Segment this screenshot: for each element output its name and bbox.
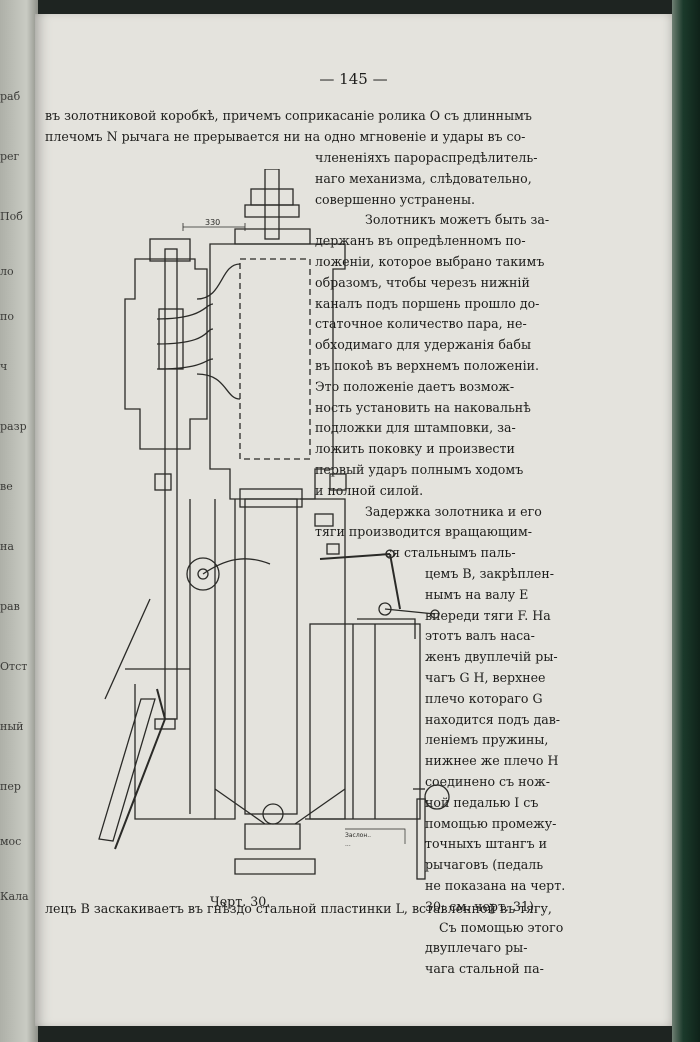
book-cover-edge <box>672 0 700 1042</box>
page-number: — 145 — <box>319 70 388 88</box>
left-page-fragment: Поб <box>0 210 23 223</box>
text-line: ложеніи, которое выбрано такимъ <box>315 253 545 269</box>
text-line: точныхъ штангъ и <box>425 836 547 852</box>
text-line: тяги производится вращающим- <box>315 524 532 540</box>
left-page-fragment: ный <box>0 720 24 733</box>
steam-hammer-drawing: 330 Заслон.. ... <box>98 169 450 880</box>
left-page-fragment: Отст <box>0 660 28 673</box>
text-line: чага стальной па- <box>425 961 544 977</box>
text-line: нымъ на валу E <box>425 586 529 602</box>
cylinder-housing <box>209 243 346 500</box>
left-page-fragment: ве <box>0 480 13 493</box>
right-column <box>309 623 421 820</box>
hand-lever <box>114 688 167 850</box>
dimension-label: 330 <box>205 218 220 227</box>
text-line: члененіяхъ парораспредѣлитель- <box>315 150 538 165</box>
text-line: двуплечаго ры- <box>425 940 528 956</box>
text-line: этотъ валъ наса- <box>425 628 535 644</box>
left-page-fragment: мос <box>0 835 22 848</box>
text-line: обходимаго для удержанія бабы <box>315 337 532 353</box>
text-line: соединено съ нож- <box>425 773 550 789</box>
text-line: лецъ B заскакиваетъ въ гнѣздо стальной п… <box>45 901 552 916</box>
left-page-fragment: раб <box>0 90 21 103</box>
left-page-fragment: по <box>0 310 14 323</box>
text-line: ность установить на наковальнѣ <box>315 399 531 415</box>
valve-lever-wheel <box>186 557 220 591</box>
text-line: плечо котораго G <box>425 690 543 706</box>
text-line: первый ударъ полнымъ ходомъ <box>315 461 524 477</box>
text-line: Это положеніе даетъ возмож- <box>315 378 515 394</box>
text-line: женъ двуплечій ры- <box>425 649 558 665</box>
text-line: не показана на черт. <box>425 877 566 893</box>
text-line: образомъ, чтобы черезъ нижній <box>315 274 530 290</box>
left-page-fragment: Кала <box>0 890 29 903</box>
text-top: въ золотниковой коробкѣ, причемъ соприка… <box>45 106 532 148</box>
text-line: ной педалью I съ <box>425 794 539 810</box>
left-page-fragment: ч <box>0 360 8 373</box>
text-line: подложки для штамповки, за- <box>315 420 516 436</box>
left-page-fragment: разр <box>0 420 27 433</box>
text-line: леніемъ пружины, <box>425 732 549 748</box>
left-page-fragment: на <box>0 540 14 553</box>
text-line: держанъ въ опредѣленномъ по- <box>315 233 526 249</box>
book-page: — 145 — въ золотниковой коробкѣ, причемъ… <box>35 14 672 1026</box>
text-line: каналъ подъ поршень прошло до- <box>315 295 540 311</box>
piston-rod-top <box>264 169 280 240</box>
text-line: помощью промежу- <box>425 815 557 831</box>
anvil <box>234 858 316 875</box>
previous-page-edge: раб рег Поб ло по ч разр ве на рав Отст … <box>0 0 38 1042</box>
text-line: статочное количество пара, не- <box>315 316 527 332</box>
text-line: рычаговъ (педаль <box>425 857 544 873</box>
left-page-fragment: ло <box>0 265 14 278</box>
text-column-upper: члененіяхъ парораспредѣлитель- наго меха… <box>315 148 549 564</box>
text-column-lower: цемъ B, закрѣплен- нымъ на валу E вперед… <box>425 564 565 980</box>
text-line: цемъ B, закрѣплен- <box>425 566 555 581</box>
text-line: Золотникъ можетъ быть за- <box>365 212 550 228</box>
text-line: ложить поковку и произвести <box>315 441 515 457</box>
text-line: Задержка золотника и его <box>365 503 542 519</box>
hammer-ram <box>244 498 298 815</box>
text-line: и полной силой. <box>315 482 424 498</box>
valve-chest <box>124 258 208 450</box>
text-line: наго механизма, слѣдовательно, <box>315 170 532 186</box>
figure-caption: Черт. 30. <box>210 894 271 909</box>
pedal-rod <box>416 798 426 880</box>
left-page-fragment: пер <box>0 780 21 793</box>
text-line: чагъ G H, верхнее <box>425 669 546 685</box>
text-line: въ покоѣ въ верхнемъ положеніи. <box>315 357 540 373</box>
text-line: плечомъ N рычага не прерывается ни на од… <box>45 128 526 144</box>
text-line: впереди тяги F. На <box>425 607 551 623</box>
text-line: нижнее же плечо H <box>425 753 559 769</box>
drawing-note: Заслон.. <box>345 832 371 839</box>
left-page-fragment: рав <box>0 600 20 613</box>
cylinder-bore <box>239 258 311 460</box>
drawing-note: ... <box>345 841 351 848</box>
left-page-fragment: рег <box>0 150 20 163</box>
text-line: въ золотниковой коробкѣ, причемъ соприка… <box>45 108 532 123</box>
text-line: Съ помощью этого <box>439 919 564 935</box>
text-line: находится подъ дав- <box>425 711 561 727</box>
text-line: ся стальнымъ паль- <box>385 545 516 561</box>
text-line: 30; см. черт. 31). <box>425 898 538 914</box>
text-bottom: лецъ B заскакиваетъ въ гнѣздо стальной п… <box>45 899 552 920</box>
text-line: совершенно устранены. <box>315 191 476 207</box>
